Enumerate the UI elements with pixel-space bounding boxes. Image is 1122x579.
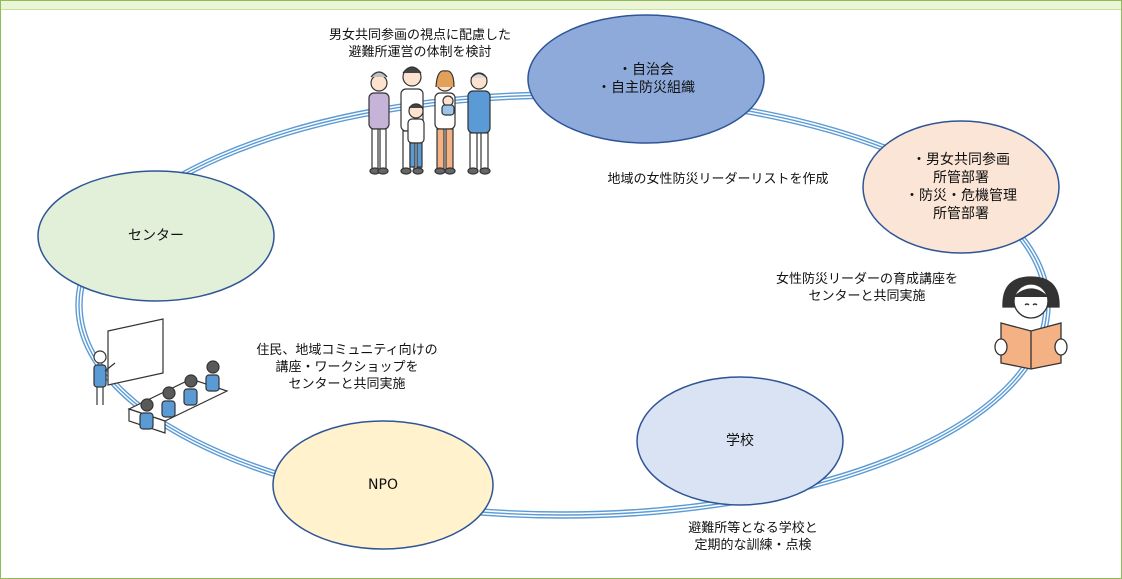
node-community-label: ・自治会 ・自主防災組織: [597, 62, 695, 96]
node-school: [636, 376, 844, 506]
node-government: [862, 120, 1060, 254]
family-group-icon: [368, 66, 491, 175]
node-npo: [272, 420, 494, 550]
top-band: [1, 1, 1121, 10]
annotation-shelter-planning: 男女共同参画の視点に配慮した 避難所運営の体制を検討: [328, 28, 512, 60]
annotation-school-drill: 避難所等となる学校と 定期的な訓練・点検: [688, 521, 818, 553]
node-school-label: 学校: [726, 433, 754, 449]
node-center: [37, 170, 275, 302]
node-npo-label: NPO: [368, 477, 398, 493]
classroom-lecture-icon: [93, 318, 229, 434]
annotation-leader-training: 女性防災リーダーの育成講座を センターと共同実施: [775, 272, 959, 304]
person-reading-book-icon: [994, 276, 1068, 370]
annotation-community-course: 住民、地域コミュニティ向けの 講座・ワークショップを センターと共同実施: [256, 343, 438, 392]
node-center-label: センター: [128, 228, 184, 244]
annotation-leader-list: 地域の女性防災リーダーリストを作成: [607, 172, 829, 187]
node-community: [527, 14, 765, 144]
node-government-label: ・男女共同参画 所管部署 ・防災・危機管理 所管部署: [905, 152, 1017, 222]
